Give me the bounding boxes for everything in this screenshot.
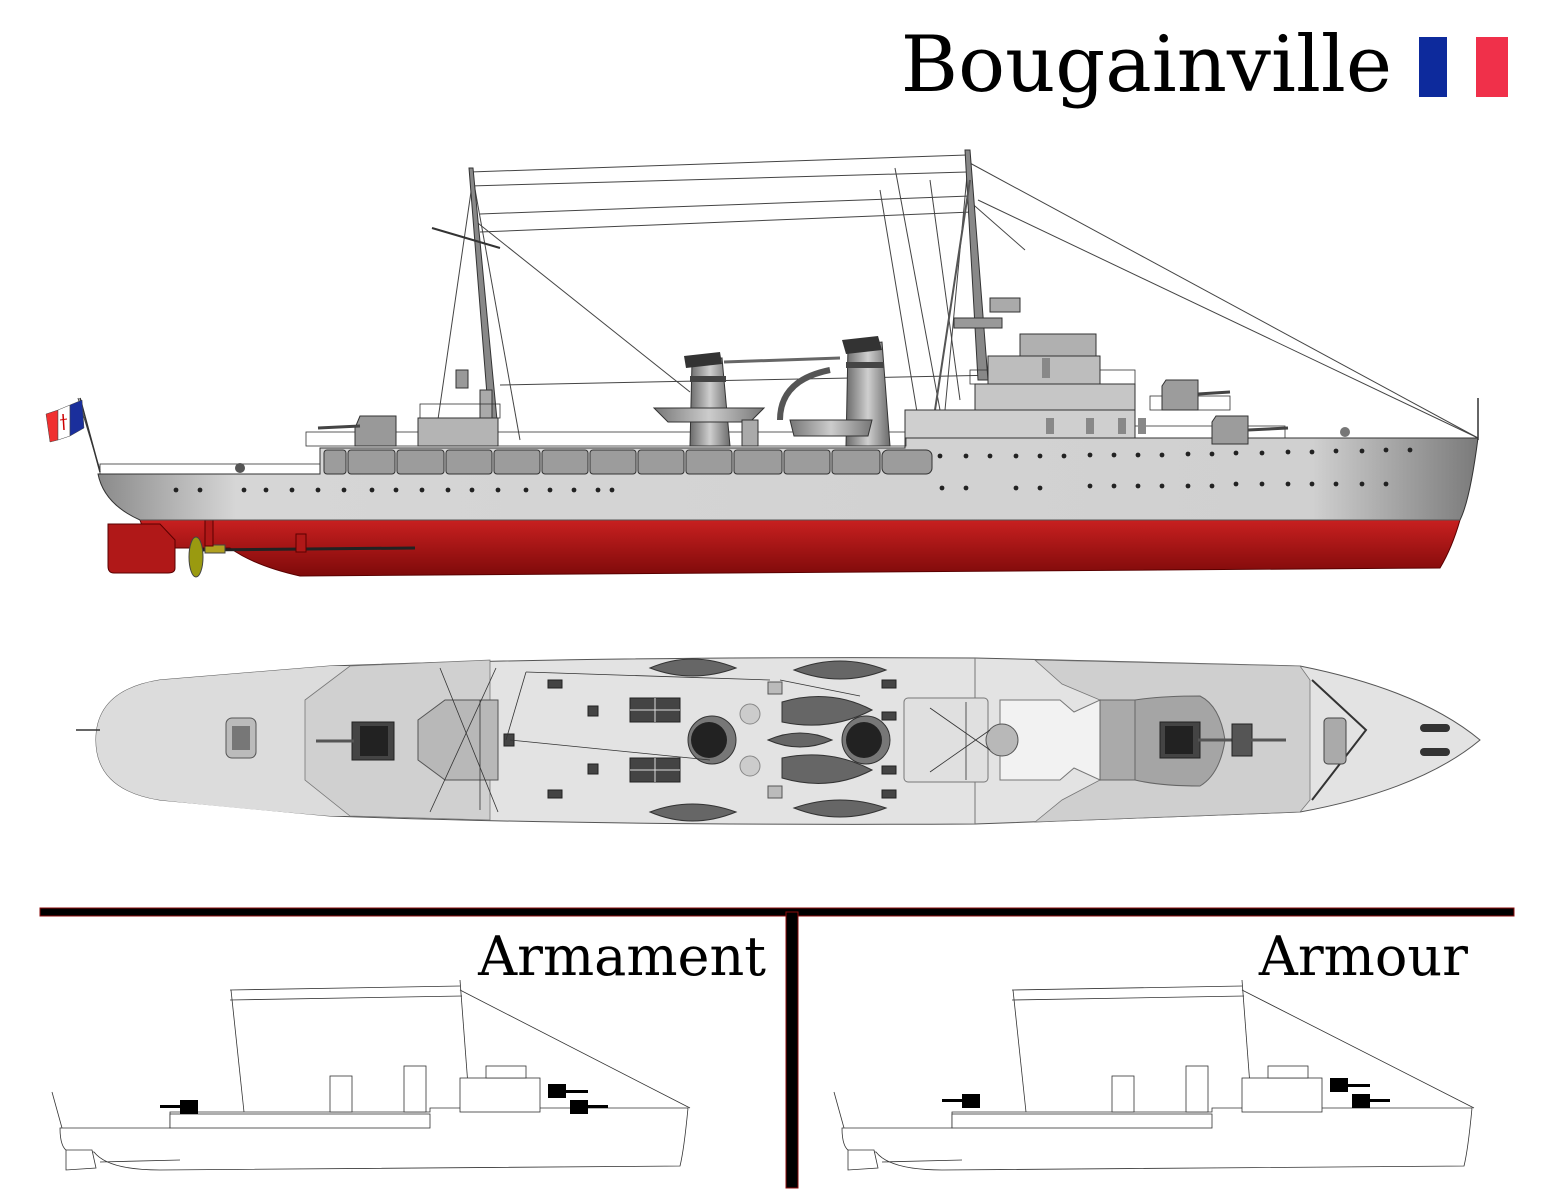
gun-turret-aft (317, 415, 397, 447)
armour-label: Armour (1258, 925, 1468, 988)
rigging-lines (77, 154, 1479, 471)
foremast (431, 167, 501, 421)
turret-plan-fore-2 (1231, 723, 1286, 757)
armour-ship-outline (833, 979, 1475, 1171)
flag-blue-band (1419, 37, 1447, 97)
hull-underwater (139, 519, 1461, 577)
deckhouse-aft (235, 417, 499, 473)
gun-turret-fore-lower (1211, 415, 1289, 445)
page-title: Bougainville (901, 20, 1392, 110)
boats-plan (648, 658, 888, 822)
portholes (173, 447, 1413, 493)
turret-plan-fore-1 (1159, 721, 1234, 759)
flag-red-band (1476, 37, 1508, 97)
bridge-superstructure (904, 333, 1146, 439)
armour-guns (942, 1078, 1390, 1108)
rudder (107, 523, 176, 574)
french-flag-icon (1419, 37, 1508, 97)
gun-turret-fore-upper (1161, 379, 1231, 411)
turret-plan-aft (316, 721, 395, 761)
armament-label: Armament (477, 925, 766, 988)
vertical-divider (785, 911, 799, 1189)
armament-guns (160, 1084, 608, 1114)
mainmast (934, 149, 1021, 411)
horizontal-divider (39, 907, 1515, 917)
armament-ship-outline (51, 979, 691, 1171)
ship-plan-view (76, 657, 1481, 825)
funnel-fore (684, 352, 731, 447)
propeller-icon (188, 536, 204, 578)
propeller-shaft (199, 546, 416, 552)
ensign-flag-icon (45, 397, 101, 473)
boat-davit (652, 356, 873, 447)
shelter-deck-panels (323, 449, 933, 475)
ship-profile-view (45, 149, 1479, 578)
